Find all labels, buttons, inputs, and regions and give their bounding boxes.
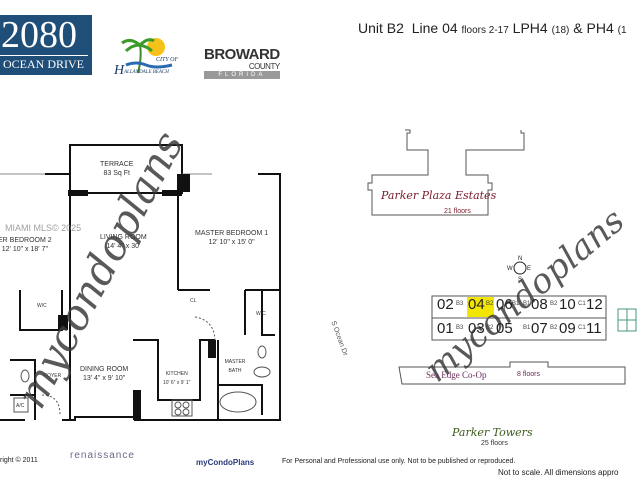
line-label: Line: [411, 20, 439, 36]
room-dims: 10' 6" x 9' 1": [163, 380, 191, 386]
room-bedroom-2: ER BEDROOM 2 12' 10" x 18' 7": [0, 236, 52, 254]
room-dims: 12' 10" x 15' 0": [208, 239, 255, 246]
room-kitchen: KITCHEN 10' 6" x 9' 1": [163, 370, 190, 388]
unit-label: Unit: [358, 20, 383, 36]
room-dims: 13' 4" x 9' 10": [82, 375, 126, 382]
ph-floor: (1: [617, 25, 627, 36]
unit-type: B2: [486, 301, 494, 307]
unit-06[interactable]: 06: [496, 296, 513, 313]
room-master-bedroom: MASTER BEDROOM 1 12' 10" x 15' 0": [195, 229, 268, 247]
room-living: LIVING ROOM 14' 4" x 30': [100, 233, 147, 251]
room-master-bath: MASTER BATH: [224, 359, 246, 374]
unit-01[interactable]: 01: [437, 320, 454, 337]
room-name: KITCHEN: [165, 371, 188, 377]
h-initial: H: [114, 63, 125, 78]
unit-04[interactable]: 04: [468, 296, 485, 313]
unit-12[interactable]: 12: [586, 296, 603, 313]
room-dims: 83 Sq Ft: [103, 170, 130, 177]
unit-type: B2: [386, 20, 404, 36]
unit-04-highlight: [467, 297, 494, 317]
wic-label-right: W/C: [256, 311, 266, 317]
compass-s: S: [518, 277, 522, 283]
bathtub-outline: [219, 391, 257, 413]
unit-11[interactable]: 11: [586, 320, 602, 337]
room-name: MASTER BEDROOM 1: [195, 230, 269, 237]
room-name: LIVING ROOM: [100, 234, 147, 241]
room-name: DINING ROOM: [80, 366, 129, 373]
ph-unit: PH4: [586, 20, 614, 36]
unit-type: B1: [523, 301, 531, 307]
unit-09[interactable]: 09: [559, 320, 576, 337]
compass-e: E: [527, 266, 531, 272]
renaissance-logo: renaissance: [70, 450, 135, 461]
logo-2080-ocean-drive: 2080 OCEAN DRIVE: [0, 15, 92, 75]
wic-label-left: W/C: [37, 303, 47, 309]
unit-07[interactable]: 07: [531, 320, 548, 337]
room-dining: DINING ROOM 13' 4" x 9' 10": [80, 365, 128, 383]
floors-range: floors 2-17: [461, 25, 509, 36]
room-dims: 12' 10" x 18' 7": [1, 246, 48, 253]
room-foyer: FOYER: [44, 373, 62, 379]
unit-type: C1: [578, 325, 586, 331]
city-name: ALLANDALE BEACH: [124, 70, 169, 75]
parker-towers-name: Parker Towers: [452, 426, 533, 439]
unit-10[interactable]: 10: [559, 296, 576, 313]
mycondoplans-logo: myCondoPlans: [196, 458, 255, 467]
unit-type: B1: [512, 301, 520, 307]
parker-plaza-name: Parker Plaza Estates: [381, 189, 497, 202]
unit-type: C1: [578, 301, 586, 307]
florida-text: FLORIDA: [204, 71, 280, 79]
lph-floor: (18): [551, 25, 570, 36]
logo-subtitle: OCEAN DRIVE: [0, 55, 88, 72]
room-name: TERRACE: [100, 161, 134, 168]
terrace-outline: [69, 144, 183, 194]
logo-number: 2080: [1, 14, 77, 56]
unit-type: B2: [486, 325, 494, 331]
room-dims: 14' 4" x 30': [106, 243, 141, 250]
closet-label: CL: [190, 298, 197, 304]
logo-broward-county: BROWARD COUNTY FLORIDA: [204, 46, 280, 79]
unit-type: B3: [456, 301, 464, 307]
mls-watermark: MIAMI MLS© 2025: [5, 223, 82, 233]
room-name: ER BEDROOM 2: [0, 237, 52, 244]
unit-type: B3: [456, 325, 464, 331]
unit-type: B2: [550, 301, 558, 307]
unit-08[interactable]: 08: [531, 296, 548, 313]
usage-note: For Personal and Professional use only. …: [282, 458, 516, 465]
logo-city-of-hallandale-beach: CITY OF H ALLANDALE BEACH: [112, 35, 184, 78]
unit-type: B2: [550, 325, 558, 331]
ampersand: &: [573, 20, 583, 36]
compass-w: W: [507, 266, 513, 272]
scale-note: Not to scale. All dimensions appro: [498, 468, 619, 477]
unit-05[interactable]: 05: [496, 320, 513, 337]
city-of-text: CITY OF: [156, 57, 179, 63]
unit-type: B1: [523, 325, 531, 331]
unit-03[interactable]: 03: [468, 320, 485, 337]
stove-outline: [171, 399, 193, 417]
line-number: 04: [442, 20, 458, 36]
county-text: COUNTY: [248, 62, 280, 71]
sea-edge-name: Sea Edge Co-Op: [426, 370, 487, 380]
parker-plaza-floors: 21 floors: [444, 208, 471, 215]
broward-text: BROWARD: [204, 46, 280, 63]
palm-sun-icon: [121, 38, 173, 74]
room-terrace: TERRACE 83 Sq Ft: [100, 160, 133, 178]
sea-edge-floors: 8 floors: [517, 371, 540, 378]
ac-label: A/C: [16, 403, 25, 409]
lph-unit: LPH4: [512, 20, 548, 36]
compass-n: N: [518, 256, 522, 262]
unit-02[interactable]: 02: [437, 296, 454, 313]
copyright: right © 2011: [0, 457, 38, 464]
parker-towers-floors: 25 floors: [481, 440, 508, 447]
unit-title: Unit B2 Line 04 floors 2-17 LPH4 (18) & …: [358, 20, 627, 36]
